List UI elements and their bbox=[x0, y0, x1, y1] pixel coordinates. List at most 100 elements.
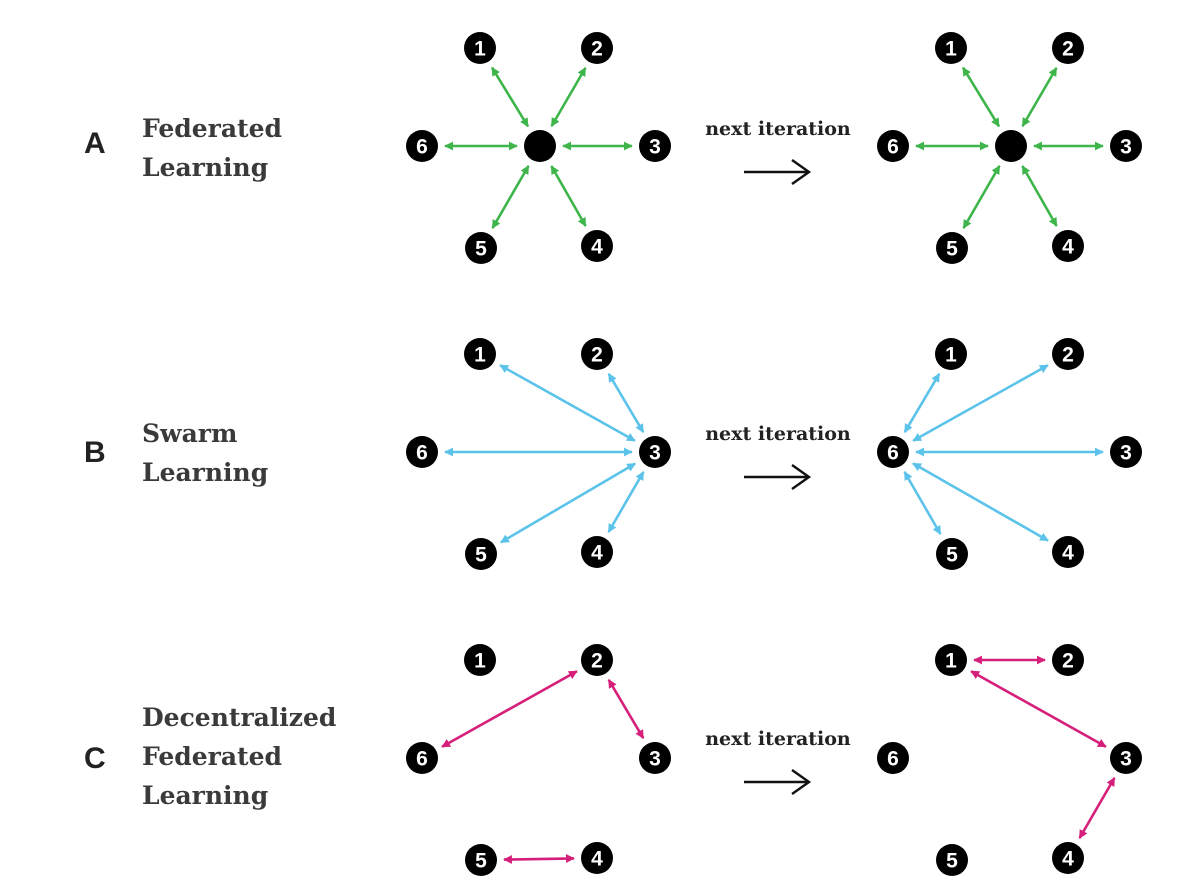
node-circle bbox=[465, 538, 497, 570]
node-4: 4 bbox=[581, 230, 613, 262]
panel-title-line: Federated bbox=[142, 742, 282, 771]
node-label: 5 bbox=[475, 850, 487, 873]
edge-3-2 bbox=[607, 373, 645, 433]
edge-6-4 bbox=[912, 462, 1049, 542]
node-circle bbox=[877, 436, 909, 468]
next-iteration-label: next iteration bbox=[705, 423, 851, 445]
node-label: 2 bbox=[1062, 344, 1074, 367]
node-3: 3 bbox=[639, 130, 671, 162]
node-label: 6 bbox=[887, 136, 899, 159]
edge-6-5 bbox=[903, 471, 942, 535]
next-iteration-arrow bbox=[744, 159, 812, 185]
node-circle bbox=[1110, 742, 1142, 774]
node-circle bbox=[935, 32, 967, 64]
network-a-right: 1 2 3 4 5 6 bbox=[877, 32, 1142, 264]
node-1: 1 bbox=[464, 338, 496, 370]
edge-3-4 bbox=[1078, 777, 1116, 839]
node-circle bbox=[465, 844, 497, 876]
node-label: 3 bbox=[649, 136, 661, 159]
panel-title-line: Learning bbox=[142, 153, 268, 182]
node-2: 2 bbox=[1052, 338, 1084, 370]
node-circle bbox=[877, 130, 909, 162]
panel-c: C Decentralized Federated Learning next … bbox=[84, 644, 1142, 876]
node-3: 3 bbox=[639, 436, 671, 468]
node-3: 3 bbox=[639, 742, 671, 774]
node-label: 1 bbox=[945, 650, 957, 673]
network-b-right: 1 2 3 4 5 6 bbox=[877, 338, 1142, 570]
node-circle bbox=[406, 742, 438, 774]
node-2: 2 bbox=[581, 338, 613, 370]
node-6: 6 bbox=[877, 130, 909, 162]
node-3: 3 bbox=[1110, 130, 1142, 162]
panel-letter: B bbox=[84, 436, 106, 469]
node-label: 5 bbox=[475, 238, 487, 261]
node-4: 4 bbox=[581, 842, 613, 874]
node-circle bbox=[581, 536, 613, 568]
node-circle bbox=[936, 844, 968, 876]
node-circle bbox=[1052, 338, 1084, 370]
node-circle bbox=[639, 436, 671, 468]
edge-center-2 bbox=[1021, 67, 1058, 127]
node-3: 3 bbox=[1110, 436, 1142, 468]
node-circle bbox=[406, 130, 438, 162]
node-1: 1 bbox=[464, 32, 496, 64]
node-6: 6 bbox=[877, 436, 909, 468]
edge-3-5 bbox=[500, 462, 636, 544]
panel-letter: C bbox=[84, 742, 106, 775]
node-circle bbox=[581, 32, 613, 64]
node-label: 4 bbox=[591, 848, 603, 871]
node-5: 5 bbox=[465, 844, 497, 876]
edge-3-1 bbox=[499, 364, 636, 442]
node-label: 3 bbox=[1120, 748, 1132, 771]
edge-2-6 bbox=[441, 670, 578, 748]
edge-center-2 bbox=[550, 67, 587, 127]
node-label: 4 bbox=[591, 542, 603, 565]
node-label: 1 bbox=[474, 650, 486, 673]
edge-center-4 bbox=[1021, 165, 1058, 227]
node-label: 2 bbox=[591, 650, 603, 673]
node-circle bbox=[464, 338, 496, 370]
edge-3-4 bbox=[607, 471, 645, 533]
node-1: 1 bbox=[935, 32, 967, 64]
node-label: 4 bbox=[591, 236, 603, 259]
panel-title-line: Swarm bbox=[142, 419, 237, 448]
panel-title-line: Federated bbox=[142, 114, 282, 143]
node-circle bbox=[936, 538, 968, 570]
node-5: 5 bbox=[936, 232, 968, 264]
node-label: 2 bbox=[1062, 38, 1074, 61]
node-label: 3 bbox=[649, 748, 661, 771]
edge-center-5 bbox=[962, 165, 1001, 229]
node-circle bbox=[1052, 644, 1084, 676]
node-label: 2 bbox=[1062, 650, 1074, 673]
node-label: 6 bbox=[887, 748, 899, 771]
node-label: 3 bbox=[1120, 442, 1132, 465]
next-iteration-label: next iteration bbox=[705, 728, 851, 750]
node-label: 3 bbox=[1120, 136, 1132, 159]
node-circle bbox=[1110, 130, 1142, 162]
next-iteration-arrow bbox=[744, 769, 812, 795]
node-label: 6 bbox=[887, 442, 899, 465]
node-circle bbox=[581, 338, 613, 370]
node-1: 1 bbox=[935, 338, 967, 370]
node-label: 5 bbox=[946, 238, 958, 261]
node-circle bbox=[877, 742, 909, 774]
node-4: 4 bbox=[1052, 230, 1084, 262]
node-1: 1 bbox=[464, 644, 496, 676]
node-circle bbox=[406, 436, 438, 468]
edge-2-3 bbox=[607, 679, 645, 739]
node-2: 2 bbox=[581, 32, 613, 64]
node-label: 2 bbox=[591, 38, 603, 61]
panel-letter: A bbox=[84, 127, 106, 160]
node-1: 1 bbox=[935, 644, 967, 676]
edge-center-5 bbox=[491, 165, 530, 229]
node-label: 5 bbox=[946, 544, 958, 567]
node-circle bbox=[935, 338, 967, 370]
next-iteration-label: next iteration bbox=[705, 118, 851, 140]
node-circle bbox=[581, 842, 613, 874]
node-circle bbox=[465, 232, 497, 264]
node-label: 4 bbox=[1062, 542, 1074, 565]
